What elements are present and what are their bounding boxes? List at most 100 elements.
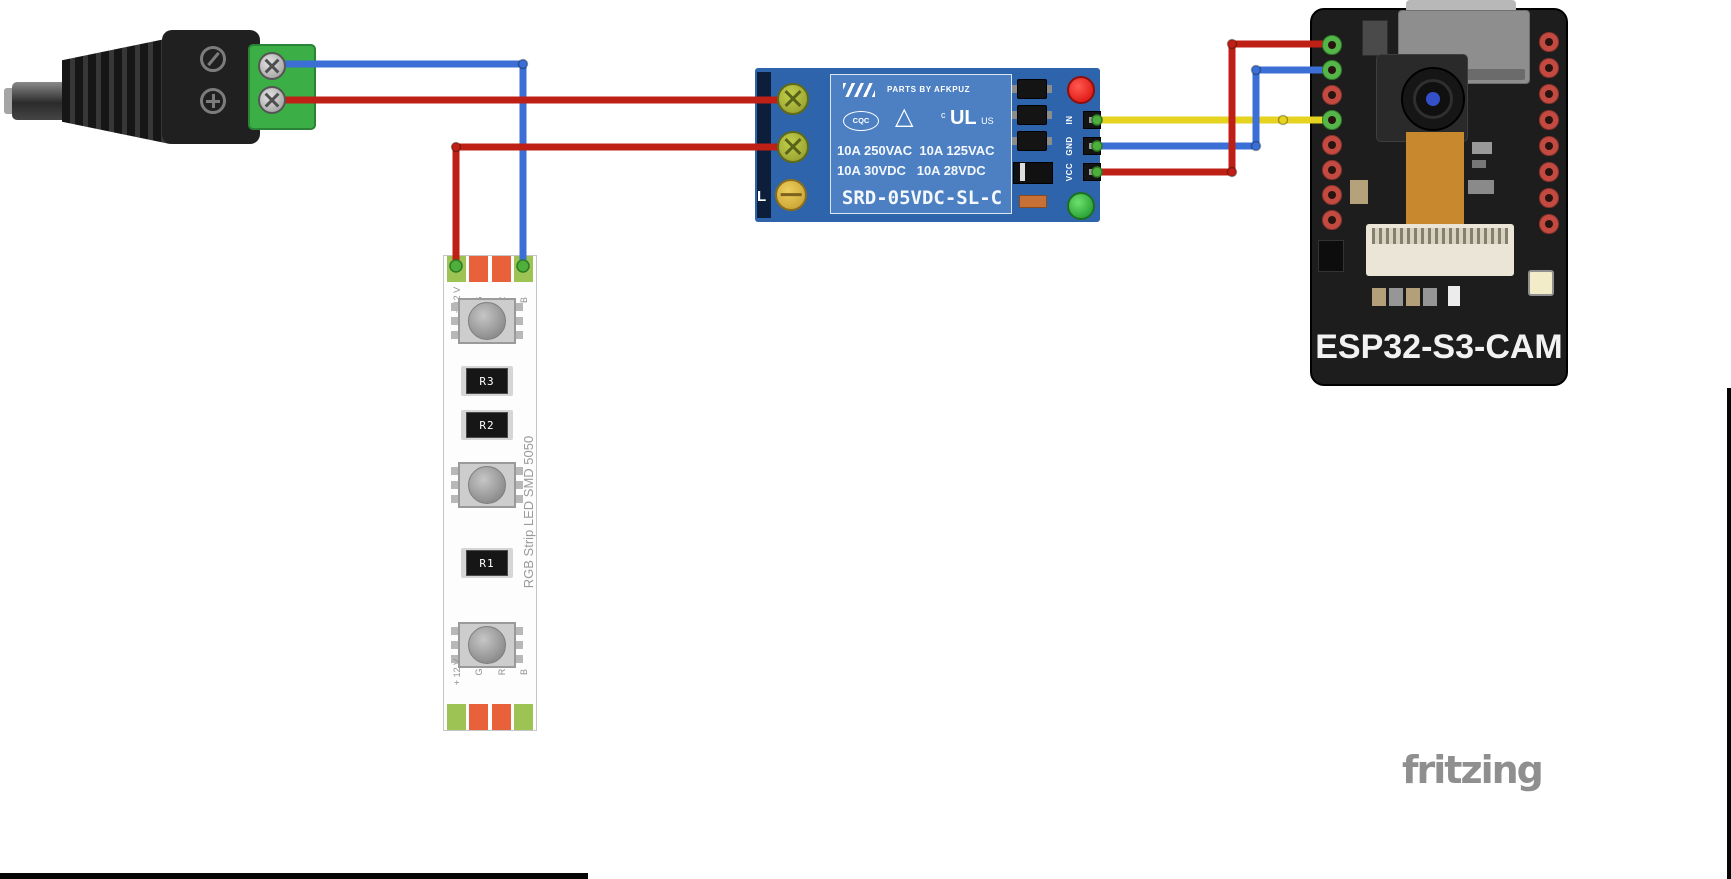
pin-hole [1328, 216, 1336, 224]
pin-hole [1545, 168, 1553, 176]
diode-band [1020, 163, 1025, 181]
ul-cert-icon: c UL US [941, 107, 994, 130]
pin-hole [1545, 142, 1553, 150]
flash-led [1528, 270, 1554, 296]
relay-terminal-2[interactable] [777, 131, 809, 163]
esp32-pin-right-1[interactable] [1539, 32, 1559, 52]
esp32-pin-left-2[interactable] [1322, 60, 1342, 80]
fpc-connector [1366, 224, 1514, 276]
esp32-pin-right-5[interactable] [1539, 136, 1559, 156]
resistor-label: R1 [466, 550, 508, 576]
screw-terminal-block [248, 44, 316, 130]
wire-bendpoint[interactable] [1226, 166, 1238, 178]
fritzing-watermark: fritzing [1402, 748, 1544, 792]
smd-part [1350, 180, 1368, 204]
wire-bendpoint[interactable] [1226, 38, 1238, 50]
smd-part [1448, 286, 1460, 306]
esp32-pin-left-4[interactable] [1322, 110, 1342, 130]
relay-can: PARTS BY AFKPUZ CQC △ c UL US 10A 250VAC… [830, 74, 1012, 214]
led-dome [468, 466, 506, 504]
ul-cert-c: c [941, 110, 946, 120]
silkscreen-l: L [757, 188, 767, 205]
relay-terminal-1[interactable] [777, 83, 809, 115]
esp32-pin-left-5[interactable] [1322, 135, 1342, 155]
resistor-r3: R3 [461, 366, 513, 396]
wire-bendpoint[interactable] [1250, 64, 1262, 76]
camera-bracket [1362, 20, 1388, 56]
smd-transistor-2 [1012, 105, 1052, 125]
wire-red-relay-vcc-to-esp32[interactable] [1093, 40, 1336, 176]
polarity-positive-icon [200, 88, 226, 114]
esp32-pin-left-6[interactable] [1322, 160, 1342, 180]
esp32-pin-right-2[interactable] [1539, 58, 1559, 78]
strip-pad-12v-bottom[interactable] [447, 704, 466, 730]
wire-bendpoint[interactable] [450, 141, 462, 153]
rgb-led-strip[interactable]: + 12 V G R B R3 R2 R1 RGB Strip LED SMD … [443, 255, 537, 731]
smd-part [1406, 288, 1420, 306]
pin-hole [1545, 38, 1553, 46]
wire-blue-jack-to-strip-b[interactable] [280, 60, 527, 270]
esp32-s3-cam-board[interactable]: ESP32-S3-CAM [1310, 0, 1570, 390]
connection-point [449, 259, 463, 273]
camera-lens-dot [1426, 92, 1440, 106]
pin-hole [1545, 64, 1553, 72]
strip-pad-r-top[interactable] [492, 256, 511, 282]
connection-point [1091, 140, 1103, 152]
pin-hole [1545, 220, 1553, 228]
strip-pad-g-top[interactable] [469, 256, 488, 282]
wire-red-relay-to-strip-12v[interactable] [452, 143, 797, 270]
relay-terminal-3[interactable] [775, 179, 807, 211]
relay-module[interactable]: L PARTS BY AFKPUZ CQC △ c UL US 10A 250V… [755, 68, 1101, 222]
wire-bendpoint[interactable] [1277, 114, 1289, 126]
esp32-pin-right-7[interactable] [1539, 188, 1559, 208]
resistor-r1: R1 [461, 548, 513, 578]
resistor-r2: R2 [461, 410, 513, 440]
board-title: ESP32-S3-CAM [1315, 328, 1563, 366]
cqc-cert-icon: CQC [843, 111, 879, 131]
relay-red-led [1067, 76, 1095, 104]
smd-part [1372, 288, 1386, 306]
strip-pad-g-bottom[interactable] [469, 704, 488, 730]
terminal-screw-bottom [258, 86, 286, 114]
strip-pad-b-bottom[interactable] [514, 704, 533, 730]
wire-blue-relay-gnd-to-esp32[interactable] [1093, 66, 1336, 150]
smd-transistor-3 [1012, 131, 1052, 151]
esp32-pin-left-1[interactable] [1322, 35, 1342, 55]
pin-hole [1328, 41, 1336, 49]
relay-model: SRD-05VDC-SL-C [841, 187, 1003, 209]
esp32-pin-left-7[interactable] [1322, 185, 1342, 205]
camera-module [1376, 54, 1468, 142]
wire-bendpoint[interactable] [517, 58, 529, 70]
ul-cert-main: UL [949, 107, 977, 129]
resistor-label: R3 [466, 368, 508, 394]
side-connector [1318, 240, 1344, 272]
led-package-1 [451, 298, 523, 344]
smd-diode [1013, 162, 1053, 184]
esp32-pin-right-3[interactable] [1539, 84, 1559, 104]
fpc-teeth [1372, 228, 1508, 244]
window-edge-bottom [0, 873, 588, 879]
strip-pad-r-bottom[interactable] [492, 704, 511, 730]
smd-part [1472, 142, 1492, 154]
relay-green-led [1067, 192, 1095, 220]
esp32-pin-right-8[interactable] [1539, 214, 1559, 234]
esp32-pin-left-3[interactable] [1322, 85, 1342, 105]
wire-bendpoint[interactable] [1250, 140, 1262, 152]
connection-point [1091, 166, 1103, 178]
esp32-pin-left-8[interactable] [1322, 210, 1342, 230]
terminal-screw-top [258, 52, 286, 80]
dc-barrel-jack[interactable] [4, 28, 316, 146]
pin-hole [1545, 90, 1553, 98]
polarity-negative-icon [200, 46, 226, 72]
esp32-pin-right-6[interactable] [1539, 162, 1559, 182]
pin-hole [1328, 116, 1336, 124]
smd-transistor-1 [1012, 79, 1052, 99]
esp32-pin-right-4[interactable] [1539, 110, 1559, 130]
led-package-2 [451, 462, 523, 508]
pin-hole [1328, 166, 1336, 174]
pin-hole [1328, 141, 1336, 149]
pin-hole [1328, 66, 1336, 74]
camera-lens-outer [1401, 67, 1465, 131]
